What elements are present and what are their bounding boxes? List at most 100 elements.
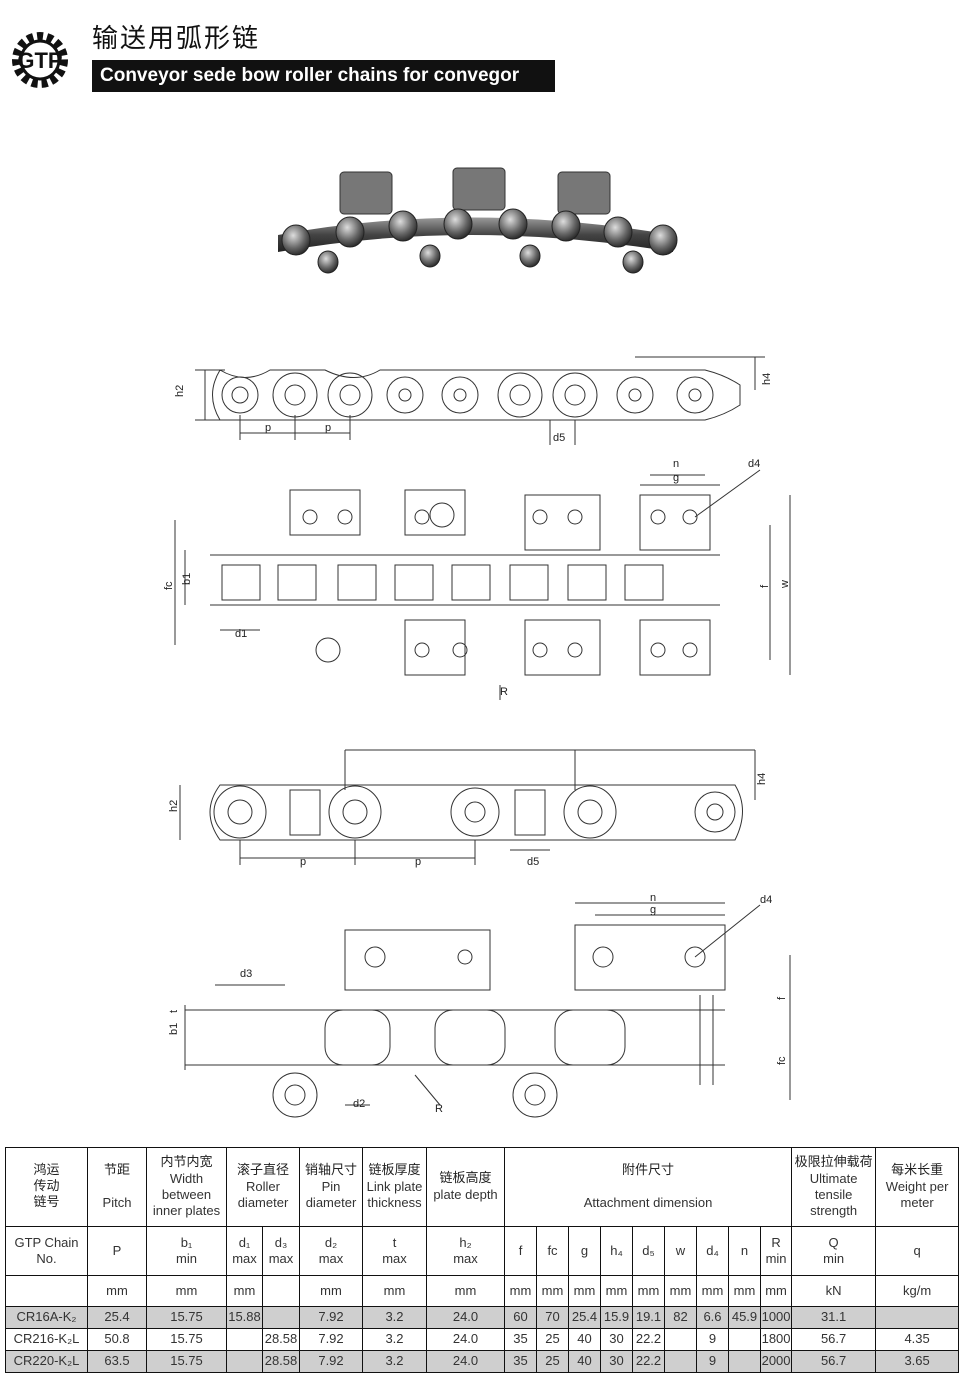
cell-d2: 7.92 [299, 1328, 363, 1351]
unit-cell: mm [504, 1275, 537, 1307]
sym-d5: d₅ [632, 1226, 665, 1276]
label-d5: d5 [527, 856, 539, 868]
label-d2: d2 [353, 1098, 365, 1110]
unit-cell: mm [568, 1275, 601, 1307]
cell-Q: 56.7 [791, 1328, 877, 1351]
label-f: f [759, 584, 771, 588]
unit-cell: mm [632, 1275, 665, 1307]
cell-q: 3.65 [875, 1350, 959, 1373]
cell-fc: 25 [536, 1350, 569, 1373]
sym-p: P [87, 1226, 147, 1276]
title-chinese: 输送用弧形链 [92, 24, 261, 54]
cell-p: 63.5 [87, 1350, 147, 1373]
label-p: p [325, 422, 331, 434]
cell-d2: 7.92 [299, 1350, 363, 1373]
cell-n [728, 1328, 761, 1351]
label-d3: d3 [240, 968, 252, 980]
sym-w: w [664, 1226, 697, 1276]
label-g: g [673, 472, 679, 484]
logo-text: GTP [17, 48, 62, 73]
cell-w: 82 [664, 1306, 697, 1329]
label-w: w [779, 580, 791, 589]
sym-q: q [875, 1226, 959, 1276]
label-h4: h4 [761, 373, 773, 385]
cell-b1: 15.75 [146, 1306, 227, 1329]
cell-d1: 15.88 [226, 1306, 263, 1329]
label-b1: b1 [181, 573, 193, 585]
cell-R: 1000 [759, 1306, 793, 1329]
cell-chain: CR220-K₂L [5, 1350, 88, 1373]
side-view-drawing-2: h2 p p d5 h4 [168, 749, 768, 868]
cell-t: 3.2 [362, 1328, 427, 1351]
unit-cell: mm [536, 1275, 569, 1307]
cell-d4: 9 [696, 1350, 729, 1373]
unit-cell: kg/m [875, 1275, 959, 1307]
cell-d1 [226, 1350, 263, 1373]
cell-p: 25.4 [87, 1306, 147, 1329]
cell-Q: 56.7 [791, 1350, 877, 1373]
cell-g: 40 [568, 1328, 601, 1351]
label-R: R [500, 686, 508, 698]
cell-h2: 24.0 [426, 1328, 505, 1351]
side-view-drawing-1: h2 p p d5 h4 [174, 356, 773, 445]
units-row: mm mm mm mm mm mm mm mm mm mm mm mm mm m… [5, 1275, 959, 1307]
sym-fc: fc [536, 1226, 569, 1276]
label-f: f [776, 996, 788, 1000]
cell-d4: 6.6 [696, 1306, 729, 1329]
unit-cell: mm [759, 1275, 793, 1307]
table-row: CR216-K₂L 50.8 15.75 28.58 7.92 3.2 24.0… [5, 1328, 959, 1351]
cell-g: 40 [568, 1350, 601, 1373]
cell-q: 4.35 [875, 1328, 959, 1351]
cell-t: 3.2 [362, 1350, 427, 1373]
cell-g: 25.4 [568, 1306, 601, 1329]
cell-d3: 28.58 [262, 1328, 300, 1351]
table-row: CR16A-K₂ 25.4 15.75 15.88 7.92 3.2 24.0 … [5, 1306, 959, 1329]
label-n: n [650, 895, 656, 904]
unit-cell: kN [791, 1275, 877, 1307]
sym-d4: d₄ [696, 1226, 729, 1276]
label-n: n [673, 458, 679, 470]
cell-chain: CR216-K₂L [5, 1328, 88, 1351]
label-b1: b1 [168, 1023, 180, 1035]
cell-b1: 15.75 [146, 1350, 227, 1373]
cell-d3 [262, 1306, 300, 1329]
cell-h2: 24.0 [426, 1350, 505, 1373]
cell-d2: 7.92 [299, 1306, 363, 1329]
header-chain-cn: 鸿运 传动 链号 [5, 1147, 88, 1227]
unit-cell: mm [600, 1275, 633, 1307]
cell-t: 3.2 [362, 1306, 427, 1329]
label-d4: d4 [760, 895, 772, 906]
unit-cell: mm [696, 1275, 729, 1307]
cell-h4: 15.9 [600, 1306, 633, 1329]
unit-cell: mm [664, 1275, 697, 1307]
unit-cell: mm [362, 1275, 427, 1307]
sym-g: g [568, 1226, 601, 1276]
unit-cell [262, 1275, 300, 1307]
label-fc: fc [776, 1056, 788, 1065]
unit-cell: mm [426, 1275, 505, 1307]
cell-R: 1800 [759, 1328, 793, 1351]
unit-cell: mm [728, 1275, 761, 1307]
cell-chain: CR16A-K₂ [5, 1306, 88, 1329]
cell-q [875, 1306, 959, 1329]
label-fc: fc [163, 581, 175, 590]
cell-d5: 19.1 [632, 1306, 665, 1329]
cell-d5: 22.2 [632, 1328, 665, 1351]
label-d5: d5 [553, 432, 565, 444]
cell-f: 60 [504, 1306, 537, 1329]
table-row: CR220-K₂L 63.5 15.75 28.58 7.92 3.2 24.0… [5, 1350, 959, 1373]
cell-n: 45.9 [728, 1306, 761, 1329]
